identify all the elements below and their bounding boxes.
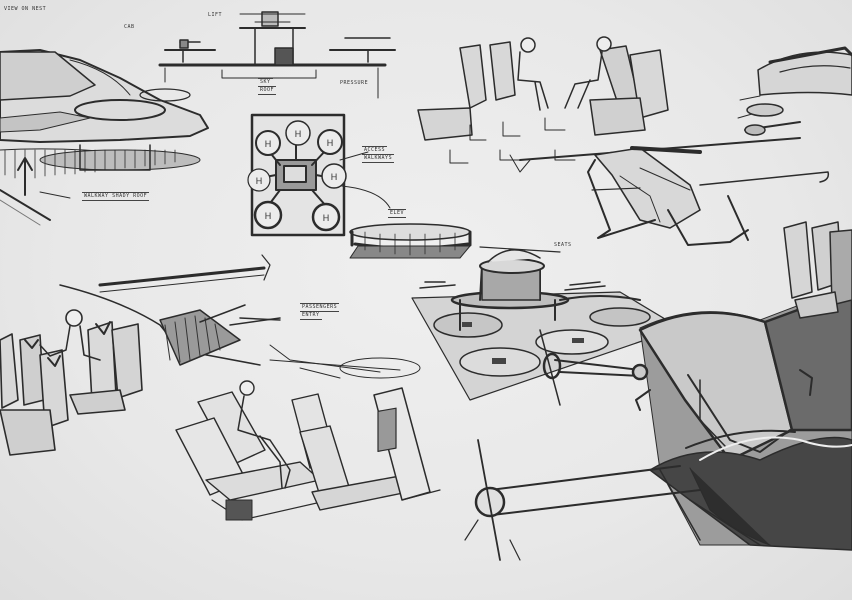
annotation-walkway: WALKWAY SHADY ROOF (82, 192, 150, 201)
open-canopy-cockpit (464, 284, 852, 561)
svg-text:H: H (256, 176, 263, 186)
svg-text:H: H (295, 129, 302, 139)
cabin-interior-perspective (175, 380, 441, 521)
boarding-ramp-wing (59, 254, 421, 379)
annotation-pressure: PRESSURE (340, 80, 369, 86)
annotation-cab: CAB (124, 24, 135, 30)
vertiport-perspective (411, 246, 681, 401)
annotation-roof: ROOF (258, 86, 277, 95)
annotation-walkways: WALKWAYS (362, 154, 395, 163)
quadrotor-air-taxi (509, 137, 830, 246)
passenger-seats-left (0, 309, 143, 456)
annotation-entry: ENTRY (300, 311, 322, 320)
vertiport-plan-six-pads: H H H H H H H (247, 113, 391, 237)
drone-top-right (737, 46, 852, 136)
svg-text:H: H (331, 172, 338, 182)
svg-text:H: H (265, 139, 272, 149)
svg-text:H: H (327, 138, 334, 148)
svg-text:H: H (265, 211, 272, 221)
cabin-seats-two-passengers (417, 36, 669, 164)
annotation-lift: LIFT (208, 12, 223, 18)
annotation-elev: ELEV (388, 209, 407, 218)
annotation-view-on-nest: VIEW ON NEST (4, 6, 47, 12)
round-landing-deck (349, 223, 472, 259)
flying-wing-drone (0, 49, 209, 226)
annotation-seats: SEATS (554, 242, 572, 248)
vertiport-elevation (158, 11, 396, 99)
svg-text:H: H (323, 213, 330, 223)
seat-backs-right (783, 221, 852, 319)
